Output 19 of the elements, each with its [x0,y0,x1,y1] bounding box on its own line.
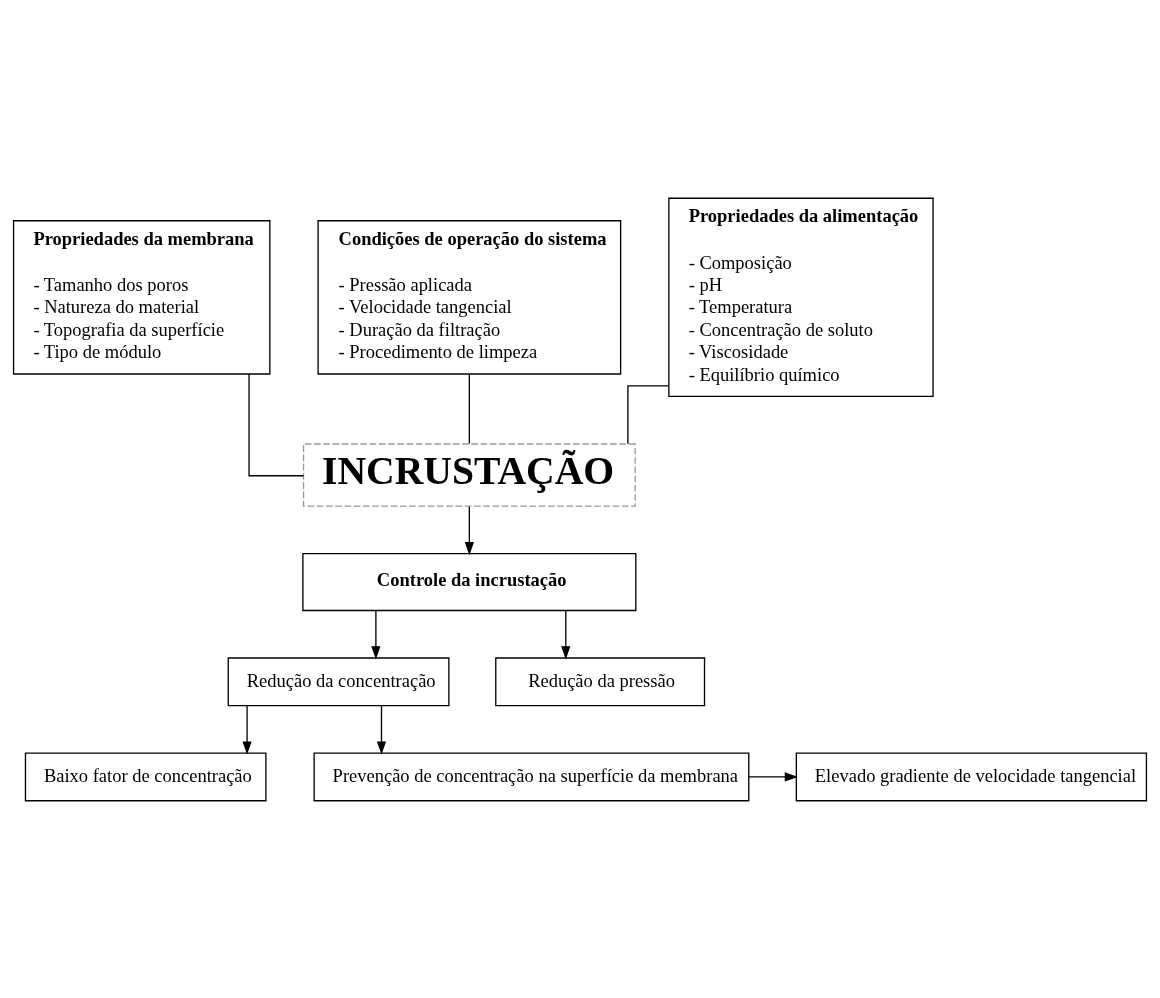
node-box: Propriedades da membrana - Tamanho dos poros - Natureza do material - Topografia da superfície - Tipo de módulo [12,219,271,375]
node-box: Redução da concentração [227,656,450,706]
node-box: Controle da incrustação [302,552,637,611]
node-box: Redução da pressão [495,656,706,706]
node-box: Prevenção de concentração na superfície da membrana [313,752,750,801]
connector [248,372,305,476]
node-box: INCRUSTAÇÃO [302,442,636,507]
arrow [376,704,387,755]
connector [627,384,670,445]
arrow [464,505,474,555]
arrow [748,771,798,782]
node-box: Propriedades da alimentação - Composição - pH - Temperatura - Concentração de soluto - Viscosidade - Equilíbrio químico [668,197,934,397]
node-box: Elevado gradiente de velocidade tangencial [795,752,1148,801]
connector [468,373,471,444]
node-box: Condições de operação do sistema - Pressão aplicada - Velocidade tangencial - Duração da filtração - Procedimento de limpeza [317,219,622,375]
arrow [371,609,381,659]
arrow [561,609,571,659]
node-box: Baixo fator de concentração [24,752,267,801]
arrow [242,704,252,755]
